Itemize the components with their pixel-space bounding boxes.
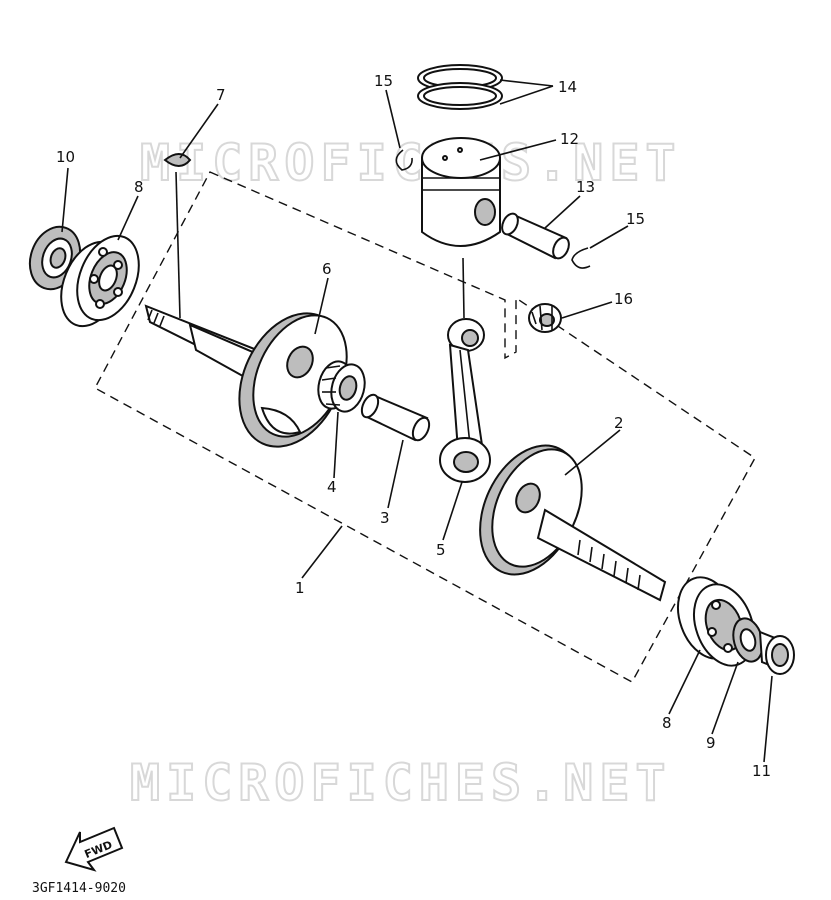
callout-10: 10: [56, 148, 75, 166]
callout-6: 6: [322, 260, 332, 278]
leader-lines: [61, 79, 773, 763]
callout-12: 12: [560, 130, 579, 148]
callout-15-top: 15: [374, 72, 393, 90]
crankshaft-assembly-outline: [94, 171, 756, 683]
woodruff-key-7: [163, 153, 192, 319]
callout-16: 16: [614, 290, 633, 308]
circlip-15-top: [395, 149, 413, 171]
callout-8-right: 8: [662, 714, 672, 732]
callout-7: 7: [216, 86, 226, 104]
diagram-code: 3GF1414-9020: [32, 881, 126, 896]
crank-pin-3: [360, 393, 431, 442]
connecting-rod-5: [439, 257, 491, 483]
piston-rings-14: [417, 64, 503, 110]
callout-2: 2: [614, 414, 624, 432]
callout-4: 4: [327, 478, 337, 496]
crankshaft-right-2: [479, 444, 667, 602]
callout-5: 5: [436, 541, 446, 559]
callout-15-right: 15: [626, 210, 645, 228]
piston-12: [421, 137, 501, 247]
callout-9: 9: [706, 734, 716, 752]
watermark-top: MICROFICHES.NET: [140, 134, 682, 192]
callout-3: 3: [380, 509, 390, 527]
callout-11: 11: [752, 762, 771, 780]
callout-14: 14: [558, 78, 577, 96]
bearing-8-left: [60, 234, 140, 328]
small-end-bearing-16: [528, 303, 562, 333]
collar-11: [758, 630, 795, 675]
spacer-9: [732, 617, 764, 663]
callout-1: 1: [295, 579, 305, 597]
circlip-15-right: [571, 247, 591, 269]
watermark-bottom: MICROFICHES.NET: [130, 754, 672, 812]
callout-13: 13: [576, 178, 595, 196]
callout-8-left: 8: [134, 178, 144, 196]
needle-bearing-4: [317, 360, 366, 413]
piston-pin-13: [501, 212, 570, 260]
fwd-arrow-icon: FWD: [64, 826, 124, 872]
